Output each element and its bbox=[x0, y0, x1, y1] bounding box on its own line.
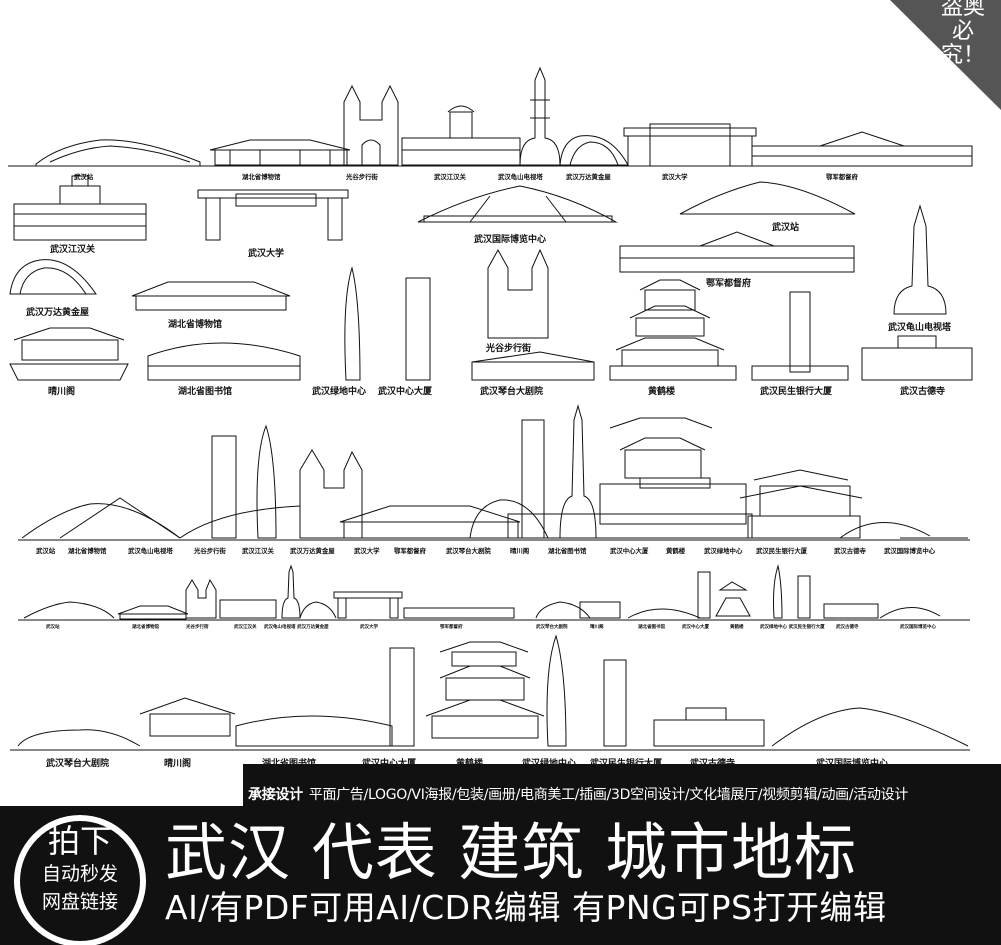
row3-skyline bbox=[18, 406, 970, 540]
row5-label: 晴川阁 bbox=[164, 759, 192, 769]
corner-triangle bbox=[890, 0, 1001, 110]
label-dianshita: 武汉龟山电视塔 bbox=[888, 323, 952, 333]
row1-label: 光谷步行街 bbox=[346, 173, 378, 181]
promo-subtitle: AI/有PDF可用AI/CDR编辑 有PNG可PS打开编辑 bbox=[165, 888, 887, 927]
row3-label: 武汉民生银行大厦 bbox=[756, 547, 808, 555]
label-daxue: 武汉大学 bbox=[248, 249, 285, 259]
row1-label: 湖北省博物馆 bbox=[242, 173, 281, 181]
row1-skyline bbox=[8, 68, 972, 166]
label-bowuguan: 湖北省博物馆 bbox=[168, 320, 223, 330]
download-badge bbox=[14, 815, 146, 945]
row3-label: 鄂军都督府 bbox=[394, 547, 426, 555]
label-wanda: 武汉万达黄金屋 bbox=[26, 308, 90, 318]
label-jianghanguan: 武汉江汉关 bbox=[50, 245, 96, 255]
row3-label: 黄鹤楼 bbox=[666, 547, 686, 555]
promo-band bbox=[0, 806, 1001, 945]
row4-label: 武汉古德寺 bbox=[836, 625, 859, 630]
row4-label: 鄂军都督府 bbox=[440, 625, 463, 630]
label-qingchuange: 晴川阁 bbox=[48, 387, 76, 397]
row4-label: 湖北省博物馆 bbox=[132, 625, 159, 630]
row3-label: 武汉万达黄金屋 bbox=[290, 547, 335, 555]
row4-label: 武汉龟山电视塔 武汉万达黄金屋 bbox=[264, 625, 329, 630]
row3-label: 晴川阁 bbox=[510, 547, 530, 555]
row4-label: 武汉江汉关 bbox=[234, 625, 257, 630]
row3-label: 湖北省博物馆 bbox=[68, 547, 107, 555]
row3-label: 武汉龟山电视塔 bbox=[128, 547, 173, 555]
row3-label: 武汉站 bbox=[36, 547, 56, 555]
row3-label: 武汉绿地中心 bbox=[704, 547, 743, 555]
services-text: 承接设计平面广告/LOGO/VI海报/包装/画册/电商美工/插画/3D空间设计/… bbox=[248, 784, 908, 804]
row3-label: 湖北省图书馆 bbox=[548, 547, 587, 555]
services-lead: 承接设计 bbox=[248, 787, 303, 803]
row4-label: 光谷步行街 bbox=[186, 625, 209, 630]
corner-badge: 盗奥 必究！ bbox=[940, 0, 985, 68]
badge-line2: 自动秒发 bbox=[41, 863, 118, 885]
row4-label: 武汉中心大厦 bbox=[682, 625, 709, 630]
row3-label: 武汉江汉关 bbox=[242, 547, 274, 555]
row4-label: 武汉琴台大剧院 bbox=[536, 625, 568, 630]
row3-label: 武汉大学 bbox=[354, 547, 380, 555]
row5-label: 武汉琴台大剧院 bbox=[46, 759, 110, 769]
label-qintai: 武汉琴台大剧院 bbox=[480, 387, 544, 397]
row4-label: 武汉国际博览中心 bbox=[900, 625, 936, 630]
label-minsheng: 武汉民生银行大厦 bbox=[760, 387, 833, 397]
row3-label: 武汉古德寺 bbox=[834, 547, 866, 555]
badge-line3: 网盘链接 bbox=[41, 891, 118, 913]
row1-label: 武汉万达黄金屋 bbox=[566, 173, 611, 181]
row4-skyline bbox=[18, 566, 970, 620]
label-dudufu: 鄂军都督府 bbox=[706, 279, 752, 289]
row5-skyline bbox=[10, 636, 970, 750]
row4-label: 晴川阁 bbox=[590, 625, 604, 630]
row3-label: 武汉琴台大剧院 bbox=[446, 547, 491, 555]
row4-label: 武汉站 bbox=[46, 625, 60, 630]
row4-label: 武汉绿地中心 武汉民生银行大厦 bbox=[760, 625, 825, 630]
row3-label: 光谷步行街 bbox=[194, 547, 226, 555]
badge-line1: 拍下 bbox=[47, 822, 112, 860]
grid-buildings bbox=[10, 176, 972, 380]
label-huanghelou: 黄鹤楼 bbox=[648, 387, 676, 397]
row4-label: 湖北省图书馆 bbox=[638, 625, 665, 630]
row4-label: 黄鹤楼 bbox=[730, 625, 744, 630]
services-items: 平面广告/LOGO/VI海报/包装/画册/电商美工/插画/3D空间设计/文化墙展… bbox=[308, 787, 909, 803]
row3-label: 武汉国际博览中心 bbox=[884, 547, 936, 555]
label-lvdi: 武汉绿地中心 bbox=[312, 387, 367, 397]
label-gudesi: 武汉古德寺 bbox=[900, 387, 946, 397]
row3-label: 武汉中心大厦 bbox=[610, 547, 649, 555]
label-guangu: 光谷步行街 bbox=[486, 344, 532, 354]
label-guoji: 武汉国际博览中心 bbox=[474, 235, 547, 245]
row1-label: 武汉站 bbox=[74, 173, 94, 181]
label-tushuguan: 湖北省图书馆 bbox=[178, 387, 233, 397]
promo-title: 武汉 代表 建筑 城市地标 bbox=[165, 816, 858, 889]
label-zhan: 武汉站 bbox=[772, 223, 800, 233]
row4-label: 武汉大学 bbox=[360, 625, 378, 630]
label-zhongxin: 武汉中心大厦 bbox=[378, 387, 433, 397]
row1-label: 武汉江汉关 bbox=[434, 173, 466, 181]
row1-label: 武汉大学 bbox=[662, 173, 688, 181]
row1-label: 鄂军都督府 bbox=[826, 173, 858, 181]
row1-label: 武汉龟山电视塔 bbox=[498, 173, 543, 181]
